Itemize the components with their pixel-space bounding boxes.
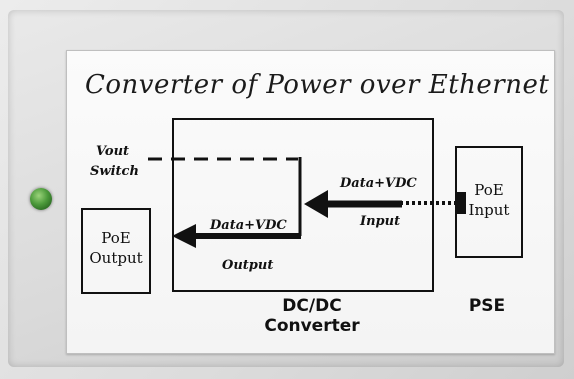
poe-output-label: PoE Output [81,228,151,268]
pse-label: PSE [468,296,506,316]
input-arrow-head [304,190,328,218]
output-label: Output [222,258,274,273]
dcdc-converter-label: DC/DC Converter [242,296,382,336]
poe-input-label: PoE Input [455,180,523,220]
dcdc-line1: DC/DC [282,296,342,316]
input-label: Input [360,214,401,229]
vout-label: Vout [96,144,130,159]
input-port-block [457,192,466,214]
data-vdc-output-label: Data+VDC [210,218,287,233]
data-vdc-input-label: Data+VDC [340,176,417,191]
poe-input-line1: PoE [474,181,504,199]
poe-output-line1: PoE [101,229,131,247]
poe-input-line2: Input [468,201,510,219]
switch-label-text: Switch [90,164,139,179]
dcdc-line2: Converter [264,316,360,336]
output-arrow-head [172,224,196,248]
status-led [30,188,52,210]
poe-output-box [81,208,151,294]
poe-output-line2: Output [89,249,143,267]
diagram-title: Converter of Power over Ethernet [85,70,550,100]
